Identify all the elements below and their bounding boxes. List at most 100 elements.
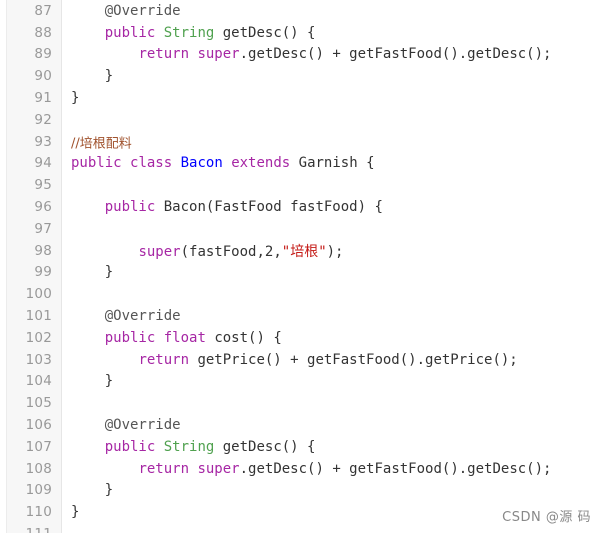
code-line: 95: [0, 174, 605, 196]
code-line: 108 return super.getDesc() + getFastFood…: [0, 458, 605, 480]
code-token: getDesc() {: [214, 438, 316, 455]
code-line: 89 return super.getDesc() + getFastFood(…: [0, 44, 605, 66]
line-code: super(fastFood,2,"培根");: [71, 241, 343, 261]
line-number: 105: [25, 395, 52, 412]
code-token: [71, 352, 138, 368]
code-token: //培根配料: [71, 136, 132, 152]
code-line: 94 public class Bacon extends Garnish {: [0, 153, 605, 175]
code-token: [155, 25, 163, 41]
code-token: Bacon(FastFood fastFood) {: [155, 199, 383, 216]
line-number: 93: [34, 133, 52, 150]
line-code: }: [71, 90, 79, 106]
line-code: public Bacon(FastFood fastFood) {: [71, 199, 383, 215]
code-token: getPrice() + getFastFood().getPrice();: [189, 351, 518, 368]
line-number: 101: [25, 308, 52, 325]
line-number: 97: [34, 220, 52, 237]
code-token: public: [104, 199, 156, 216]
line-number: 95: [34, 177, 52, 194]
code-token: [71, 417, 105, 433]
code-token: Garnish {: [290, 155, 375, 172]
code-line: 92: [0, 109, 605, 131]
code-token: "培根": [281, 243, 327, 260]
line-code: @Override: [71, 3, 181, 19]
code-token: float: [163, 329, 206, 346]
code-token: super: [197, 460, 240, 477]
line-code: @Override: [71, 308, 181, 324]
code-token: @Override: [104, 417, 181, 434]
line-code: return super.getDesc() + getFastFood().g…: [71, 46, 551, 62]
code-token: }: [71, 264, 114, 281]
code-token: [71, 199, 105, 215]
code-line: 97: [0, 218, 605, 240]
code-line: 107 public String getDesc() {: [0, 436, 605, 458]
code-line: 105: [0, 392, 605, 414]
code-line: 110}: [0, 501, 605, 523]
line-number: 94: [34, 155, 52, 172]
code-token: String: [163, 24, 215, 41]
code-line: 99 }: [0, 262, 605, 284]
code-line: 98 super(fastFood,2,"培根");: [0, 240, 605, 262]
code-token: [172, 155, 180, 171]
code-line: 93 //培根配料: [0, 131, 605, 153]
code-token: );: [326, 243, 344, 260]
line-number: 98: [34, 242, 52, 259]
line-number: 91: [34, 90, 52, 107]
code-token: }: [71, 373, 114, 390]
code-token: (fastFood,: [180, 243, 265, 260]
code-line: 101 @Override: [0, 305, 605, 327]
line-code: }: [71, 482, 113, 498]
line-code: public class Bacon extends Garnish {: [71, 155, 375, 171]
code-token: return: [138, 460, 190, 477]
code-token: [71, 46, 138, 62]
code-token: @Override: [104, 2, 181, 19]
code-token: String: [163, 438, 215, 455]
line-number: 103: [25, 351, 52, 368]
line-number-gutter: [6, 0, 62, 533]
code-token: [71, 25, 105, 41]
code-token: return: [138, 351, 190, 368]
line-number: 88: [34, 24, 52, 41]
code-token: getDesc() {: [214, 24, 316, 41]
line-number: 96: [34, 199, 52, 216]
code-token: }: [71, 90, 80, 107]
line-code: public String getDesc() {: [71, 438, 316, 455]
code-token: cost() {: [205, 329, 282, 346]
code-token: .getDesc() + getFastFood().getDesc();: [239, 46, 552, 63]
code-token: [155, 330, 163, 346]
line-number: 107: [25, 438, 52, 455]
code-token: public: [104, 438, 156, 455]
code-line: 109 }: [0, 480, 605, 502]
code-token: public: [104, 24, 156, 41]
line-number: 99: [34, 264, 52, 281]
code-token: [122, 155, 130, 171]
line-code: return super.getDesc() + getFastFood().g…: [71, 461, 551, 477]
line-code: }: [71, 373, 113, 389]
code-token: [71, 439, 105, 455]
line-code: @Override: [71, 417, 181, 433]
line-number: 104: [25, 373, 52, 390]
code-token: @Override: [104, 308, 181, 325]
code-line: 91}: [0, 87, 605, 109]
code-line: 104 }: [0, 371, 605, 393]
code-token: [71, 330, 105, 346]
code-line: 87 @Override: [0, 0, 605, 22]
code-line: 88 public String getDesc() {: [0, 22, 605, 44]
line-code: public String getDesc() {: [71, 24, 316, 41]
line-code: }: [71, 68, 113, 84]
line-number: 90: [34, 68, 52, 85]
code-token: ,: [273, 243, 282, 260]
code-line: 106 @Override: [0, 414, 605, 436]
line-code: //培根配料: [71, 132, 132, 151]
code-token: public: [71, 155, 122, 172]
code-token: [71, 461, 138, 477]
code-token: super: [138, 243, 181, 260]
line-code: return getPrice() + getFastFood().getPri…: [71, 351, 518, 368]
code-line: 111: [0, 523, 605, 533]
code-token: .getDesc() + getFastFood().getDesc();: [239, 460, 552, 477]
line-number: 102: [25, 329, 52, 346]
line-number: 87: [34, 2, 52, 19]
code-token: [71, 308, 105, 324]
code-line: 100: [0, 283, 605, 305]
code-token: 2: [264, 243, 274, 260]
code-token: super: [197, 46, 240, 63]
